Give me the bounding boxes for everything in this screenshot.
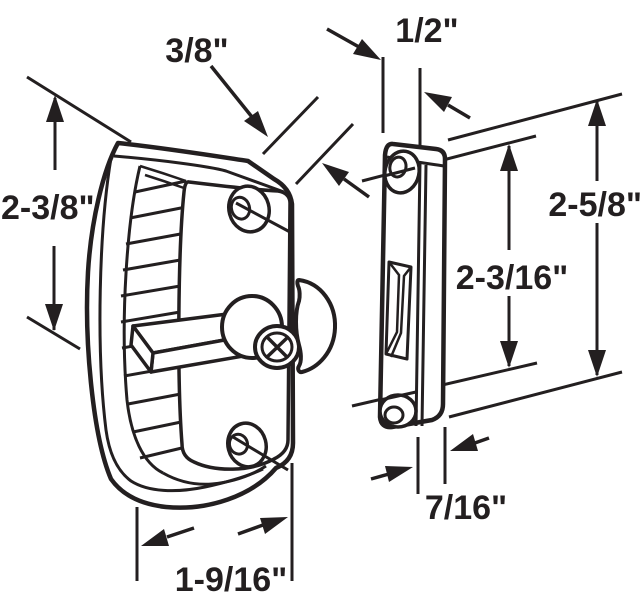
dimension-label-1-2: 1/2" xyxy=(395,12,458,50)
latch-top-rim-line xyxy=(113,154,285,194)
dimension-label-2-3-8: 2-3/8" xyxy=(1,189,95,227)
dimension-label-2-5-8: 2-5/8" xyxy=(548,186,640,224)
dimension-label-3-8: 3/8" xyxy=(165,32,228,70)
latch-handle-drawing xyxy=(84,140,338,510)
dimension-2-3-8 xyxy=(26,75,132,351)
dimension-label-2-3-16: 2-3/16" xyxy=(456,259,569,297)
latch-screw-hole-bottom-centerline xyxy=(232,435,289,472)
strike-plate-drawing xyxy=(377,141,448,430)
latch-hook xyxy=(294,278,338,375)
dimension-label-7-16: 7/16" xyxy=(425,489,507,527)
strike-plate-slot xyxy=(384,260,413,361)
strike-plate-fold-lines xyxy=(414,162,428,427)
plate-hole-centerline-overlays xyxy=(379,166,417,402)
latch-grip-recess-edge xyxy=(122,165,164,475)
dimension-2-3-16 xyxy=(500,144,518,368)
dimension-7-16 xyxy=(370,427,490,494)
dimension-label-1-9-16: 1-9/16" xyxy=(175,561,288,599)
dimension-1-2 xyxy=(326,27,471,148)
latch-left-rim-line xyxy=(98,157,264,493)
phillips-screw-icon xyxy=(260,331,294,363)
latch-trough-bottom xyxy=(162,464,267,486)
dimension-1-9-16 xyxy=(135,463,294,581)
latch-grip-recess-top xyxy=(139,164,187,190)
dimension-2-5-8 xyxy=(447,92,623,419)
latch-screw-hole-top-centerline xyxy=(235,201,291,234)
dimension-3-8 xyxy=(209,64,371,199)
latch-lever-hub xyxy=(220,294,301,370)
